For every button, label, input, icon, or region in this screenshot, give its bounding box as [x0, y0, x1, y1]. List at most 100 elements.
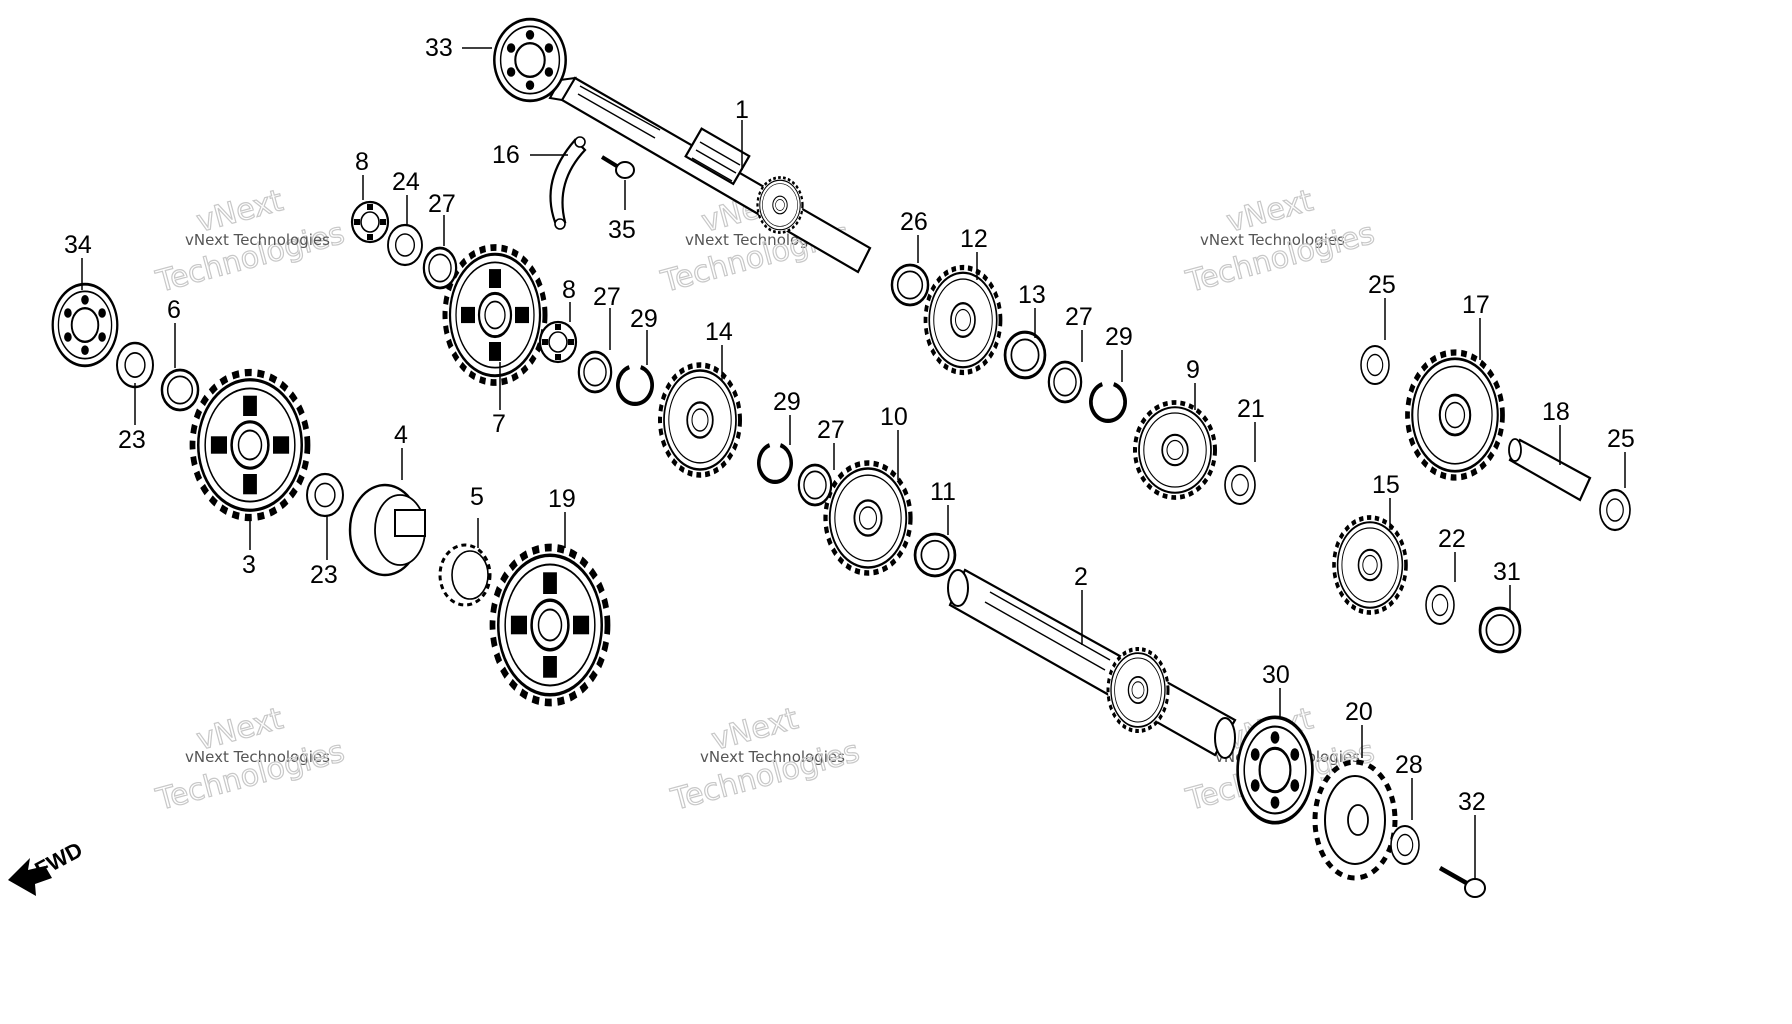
washer-22[interactable]: [1424, 584, 1456, 626]
label-29c: 29: [773, 388, 801, 416]
pinion-5[interactable]: [438, 543, 492, 607]
gear-9[interactable]: [1135, 403, 1215, 498]
sprocket-20[interactable]: [1312, 759, 1398, 881]
label-2: 2: [1074, 563, 1088, 591]
bolt-32[interactable]: [1438, 866, 1486, 898]
label-21: 21: [1237, 395, 1265, 423]
label-12: 12: [960, 225, 988, 253]
forward-direction-indicator: FWD: [8, 837, 87, 896]
label-32: 32: [1458, 788, 1486, 816]
washer-24[interactable]: [386, 223, 424, 267]
label-23b: 23: [310, 561, 338, 589]
label-27c: 27: [1065, 303, 1093, 331]
splined-washer-27c[interactable]: [1047, 360, 1083, 404]
watermark-big: Technologies: [152, 734, 348, 818]
forward-label: FWD: [31, 837, 87, 883]
watermark-small: vNext Technologies: [1200, 231, 1345, 249]
label-8a: 8: [355, 148, 369, 176]
bearing-30[interactable]: [1235, 715, 1315, 825]
label-5: 5: [470, 483, 484, 511]
snap-ring-29b[interactable]: [1091, 384, 1125, 421]
collar-6[interactable]: [160, 368, 200, 412]
snap-ring-29c[interactable]: [759, 445, 791, 482]
callout-labels: 33 1 16 35 8 24 27 34 6 23 3 7 8 27 29 1…: [64, 34, 1635, 816]
label-24: 24: [392, 168, 420, 196]
label-35: 35: [608, 216, 636, 244]
label-14: 14: [705, 318, 733, 346]
label-25b: 25: [1607, 425, 1635, 453]
gear-17[interactable]: [1408, 353, 1503, 478]
label-13: 13: [1018, 281, 1046, 309]
shaft-18[interactable]: [1508, 438, 1592, 502]
label-19: 19: [548, 485, 576, 513]
washer-28[interactable]: [1389, 824, 1421, 866]
label-20: 20: [1345, 698, 1373, 726]
countershaft-part[interactable]: [947, 568, 1237, 759]
gear-hub-4[interactable]: [348, 483, 426, 577]
label-27a: 27: [428, 190, 456, 218]
splined-washer-27b[interactable]: [577, 350, 613, 394]
label-6: 6: [167, 296, 181, 324]
label-18: 18: [1542, 398, 1570, 426]
gear-14[interactable]: [660, 365, 740, 475]
label-22: 22: [1438, 525, 1466, 553]
label-29b: 29: [1105, 323, 1133, 351]
watermark-big: Technologies: [1182, 216, 1378, 300]
bracket-16[interactable]: [549, 136, 587, 230]
label-17: 17: [1462, 291, 1490, 319]
watermark-small: vNext Technologies: [185, 748, 330, 766]
label-28: 28: [1395, 751, 1423, 779]
bushing-13[interactable]: [1003, 330, 1047, 380]
watermark-small: vNext Technologies: [700, 748, 845, 766]
watermark-small: vNext Technologies: [185, 231, 330, 249]
label-1: 1: [735, 96, 749, 124]
bolt-35[interactable]: [600, 155, 635, 179]
seal-26[interactable]: [890, 263, 930, 307]
watermark-big: Technologies: [667, 734, 863, 818]
forward-arrow-icon: [8, 858, 52, 896]
leader-lines: [81, 47, 1626, 878]
washer-23a[interactable]: [115, 341, 155, 389]
label-3: 3: [242, 551, 256, 579]
label-33: 33: [425, 34, 453, 62]
washer-23b[interactable]: [305, 472, 345, 518]
washer-21[interactable]: [1223, 464, 1257, 506]
label-16: 16: [492, 141, 520, 169]
label-4: 4: [394, 421, 408, 449]
gear-19[interactable]: [493, 548, 608, 703]
mainshaft-part[interactable]: [548, 76, 872, 274]
label-10: 10: [880, 403, 908, 431]
label-31: 31: [1493, 558, 1521, 586]
label-9: 9: [1186, 356, 1200, 384]
gear-12[interactable]: [926, 268, 1001, 373]
washer-25a[interactable]: [1359, 344, 1391, 386]
splined-washer-27a[interactable]: [422, 246, 458, 290]
needle-bearing-8a[interactable]: [350, 200, 390, 244]
needle-bearing-8b[interactable]: [538, 320, 578, 364]
label-15: 15: [1372, 471, 1400, 499]
washer-25b[interactable]: [1598, 488, 1632, 532]
label-29a: 29: [630, 305, 658, 333]
gear-15[interactable]: [1334, 518, 1406, 613]
gear-3[interactable]: [193, 373, 308, 518]
bearing-33[interactable]: [492, 17, 568, 103]
watermark-big: Technologies: [152, 216, 348, 300]
label-30: 30: [1262, 661, 1290, 689]
bushing-31[interactable]: [1478, 606, 1522, 654]
label-34: 34: [64, 231, 92, 259]
label-23a: 23: [118, 426, 146, 454]
gear-7[interactable]: [445, 248, 545, 383]
snap-ring-29a[interactable]: [618, 367, 652, 404]
bushing-11[interactable]: [913, 532, 957, 578]
label-27b: 27: [593, 283, 621, 311]
label-11: 11: [930, 478, 956, 506]
watermark-big-line2: Technologies: [152, 216, 348, 300]
label-25a: 25: [1368, 271, 1396, 299]
bearing-34[interactable]: [51, 282, 119, 368]
label-26: 26: [900, 208, 928, 236]
label-7: 7: [492, 410, 506, 438]
splined-washer-27d[interactable]: [797, 463, 833, 507]
label-8b: 8: [562, 276, 576, 304]
